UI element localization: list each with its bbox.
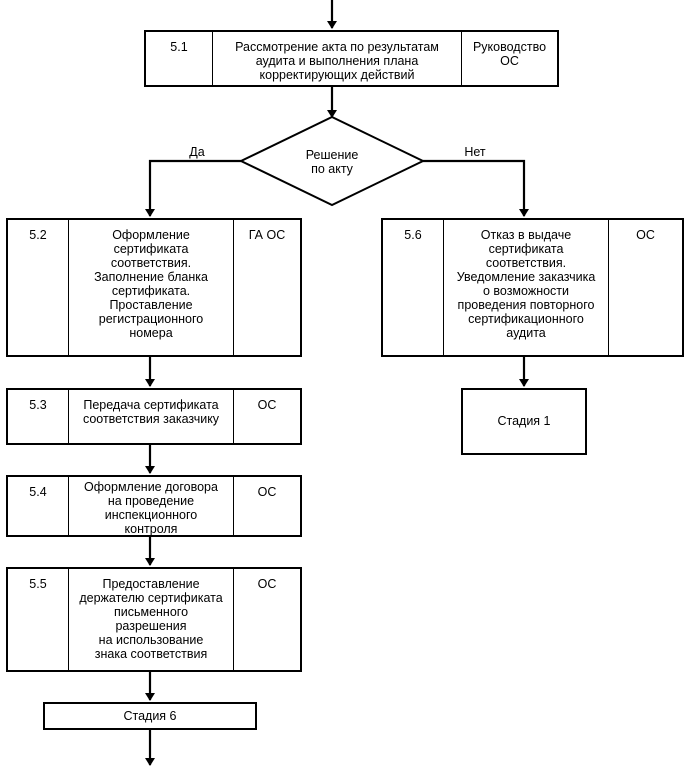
terminal-label: Стадия 1	[497, 414, 551, 428]
step-number: 5.5	[29, 577, 47, 591]
terminal-stage-1: Стадия 1	[461, 388, 587, 455]
step-number: 5.4	[29, 485, 47, 499]
step-number: 5.6	[404, 228, 422, 242]
step-5-5: 5.5 Предоставление держателю сертификата…	[6, 567, 302, 672]
step-text: Передача сертификата соответствия заказч…	[68, 390, 234, 443]
step-responsible: ОС	[257, 398, 277, 412]
step-number: 5.1	[170, 40, 188, 54]
no-label: Нет	[464, 145, 486, 159]
step-text: Предоставление держателю сертификата пис…	[68, 569, 234, 670]
step-5-6: 5.6 Отказ в выдаче сертификата соответст…	[381, 218, 684, 357]
step-5-4: 5.4 Оформление договора на проведение ин…	[6, 475, 302, 537]
step-text: Оформление сертификата соответствия. Зап…	[68, 220, 234, 355]
step-text: Оформление договора на проведение инспек…	[68, 477, 234, 536]
terminal-label: Стадия 6	[123, 709, 177, 723]
step-number: 5.2	[29, 228, 47, 242]
arrow-yes-branch	[145, 159, 241, 217]
step-number: 5.3	[29, 398, 47, 412]
step-5-2: 5.2 Оформление сертификата соответствия.…	[6, 218, 302, 357]
step-5-1: 5.1 Рассмотрение акта по результатам ауд…	[144, 30, 559, 87]
step-responsible: Руководство ОС	[472, 40, 547, 68]
step-responsible: ОС	[636, 228, 655, 242]
step-responsible: ОС	[257, 577, 277, 591]
yes-label: Да	[189, 145, 205, 159]
decision-diamond	[238, 115, 426, 207]
step-5-3: 5.3 Передача сертификата соответствия за…	[6, 388, 302, 445]
step-text: Отказ в выдаче сертификата соответствия.…	[443, 220, 609, 355]
step-text: Рассмотрение акта по результатам аудита …	[212, 32, 462, 85]
terminal-stage-6: Стадия 6	[43, 702, 257, 730]
step-responsible: ОС	[257, 485, 277, 499]
arrow-no-branch	[423, 159, 529, 217]
step-responsible: ГА ОС	[248, 228, 286, 242]
decision-text: Решение по акту	[305, 148, 359, 176]
